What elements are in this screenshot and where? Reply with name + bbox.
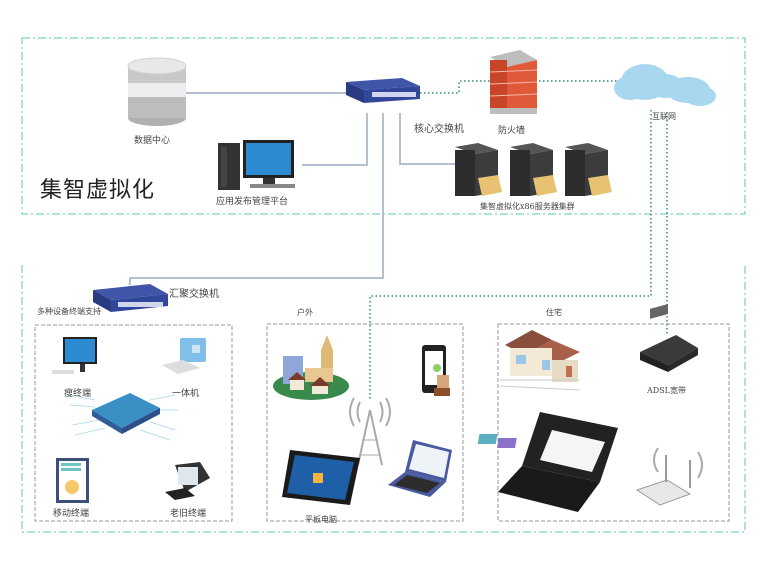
mobile-terminal-icon <box>56 458 89 503</box>
label-core-switch: 核心交换机 <box>414 124 464 135</box>
adsl-modem-icon <box>640 335 698 372</box>
label-firewall: 防火墙 <box>498 126 526 136</box>
smartphone-icon <box>422 345 450 396</box>
house-icon <box>499 330 581 391</box>
label-aggregation-switch: 汇聚交换机 <box>169 289 219 300</box>
group-frame-residence <box>497 323 730 522</box>
signal-tower-icon <box>349 397 391 466</box>
firewall-icon <box>489 50 538 114</box>
group-title-residence: 住宅 <box>546 308 562 317</box>
label-app-platform: 应用发布管理平台 <box>216 197 289 207</box>
label-tablet: 平板电脑 <box>305 515 337 524</box>
database-icon <box>127 57 187 126</box>
label-internet: 互联网 <box>652 112 676 121</box>
group-frame-outdoor <box>266 323 464 522</box>
tablet-icon <box>282 450 360 505</box>
label-data-center: 数据中心 <box>134 136 171 146</box>
aggregation-switch-icon <box>93 284 168 312</box>
label-server-cluster: 集智虚拟化x86服务器集群 <box>480 202 575 211</box>
laptop-outdoor-icon <box>388 440 452 497</box>
diagram-title: 集智虚拟化 <box>40 178 156 203</box>
label-all-in-one: 一体机 <box>172 389 200 399</box>
wifi-router-icon <box>635 304 703 506</box>
legacy-terminal-icon <box>165 462 210 500</box>
chip-icon <box>69 393 178 441</box>
group-frame-devices <box>34 324 233 522</box>
town-icon <box>273 335 349 400</box>
label-adsl: ADSL宽带 <box>647 386 686 395</box>
workstation-icon <box>218 140 295 190</box>
group-title-outdoor: 户外 <box>297 308 313 317</box>
solid-links <box>129 92 455 285</box>
label-thin-terminal: 瘦终端 <box>64 389 92 399</box>
group-title-devices: 多种设备终端支持 <box>37 307 101 316</box>
dotted-links <box>369 80 668 400</box>
server-cluster-icon <box>455 143 612 196</box>
core-switch-icon <box>346 78 420 103</box>
laptop-residence-icon <box>477 412 618 512</box>
cloud-icon <box>614 64 716 106</box>
thin-terminal-icon <box>52 337 97 374</box>
all-in-one-icon <box>162 338 206 374</box>
bottom-zone-frame <box>21 265 746 533</box>
label-mobile-terminal: 移动终端 <box>53 509 90 519</box>
label-legacy-terminal: 老旧终端 <box>170 509 207 519</box>
